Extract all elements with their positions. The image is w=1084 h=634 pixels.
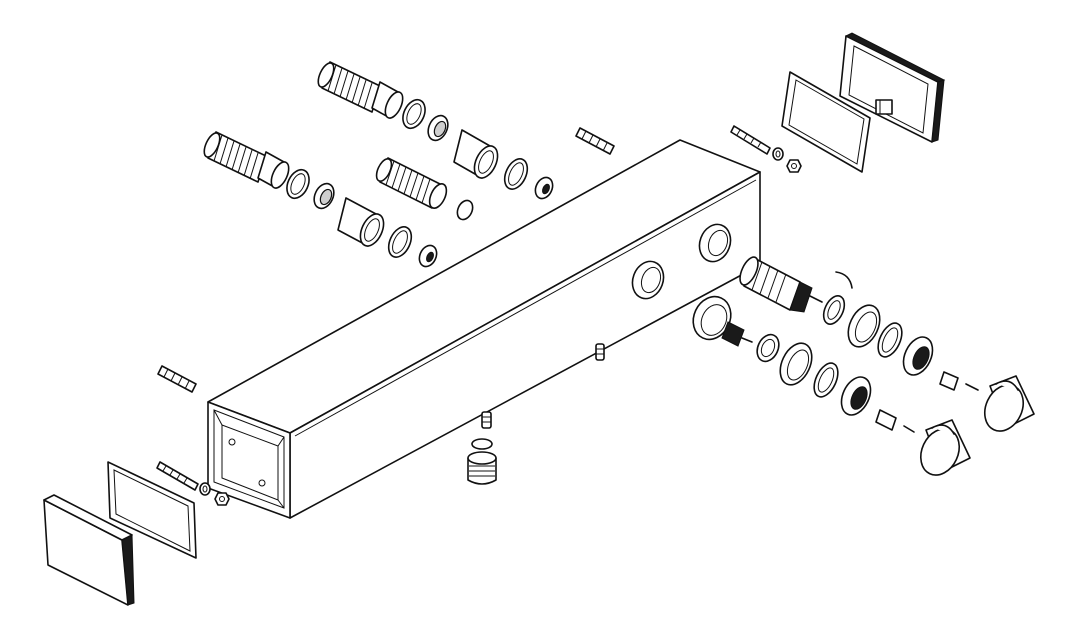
wall-plug-screw-left-upper	[157, 365, 197, 393]
handle-knob-lower	[919, 419, 971, 476]
handle-knob-upper	[983, 375, 1035, 432]
wall-plug-screw-right	[730, 125, 802, 173]
flow-cartridge	[692, 295, 915, 433]
wall-plug-screw-left-lower	[156, 461, 230, 506]
end-cover-plate-left	[43, 494, 135, 606]
gasket-left	[107, 461, 197, 559]
grub-screw-2	[481, 411, 492, 429]
wall-plug-top	[575, 127, 615, 155]
thermostatic-cartridge	[739, 256, 979, 391]
thread-extension-lower	[203, 131, 438, 268]
drain-fitting	[467, 438, 497, 485]
main-housing	[207, 139, 761, 519]
thread-extension-upper	[317, 61, 554, 200]
end-cover-frame-right	[839, 32, 946, 143]
grub-screw-1	[595, 343, 605, 361]
gasket-right	[781, 71, 871, 173]
thread-extension-short	[375, 157, 474, 221]
